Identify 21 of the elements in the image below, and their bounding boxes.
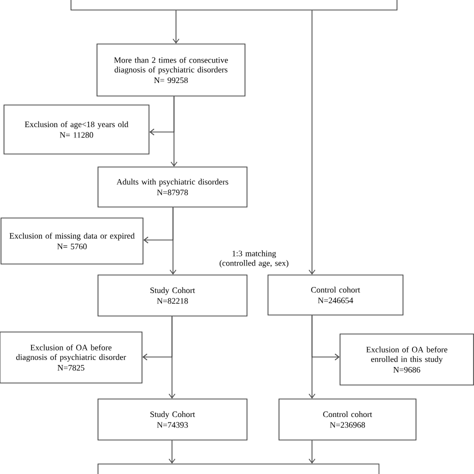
arrow [168,440,176,464]
arrow [312,315,340,360]
flow-box: Exclusion of age<18 years old N= 11280 [4,104,150,154]
flow-box: More than 2 times of consecutive diagnosis of psychiatric disorders N= 99258 [96,44,246,96]
flow-box: Exclusion of OA before enrolled in this study N=9686 [340,334,474,386]
empty-box [70,0,398,10]
arrow [143,207,174,244]
flow-box: Adults with psychiatric disorders N=87978 [98,166,248,208]
flow-box: Study Cohort N=82218 [98,274,248,316]
arrow [308,440,316,464]
arrow [149,96,174,136]
note-text: 1:3 matching (controlled age, sex) [220,250,288,268]
empty-box [98,464,380,474]
arrow [308,10,316,275]
flow-box: Study Cohort N=74393 [98,398,248,440]
arrow [142,316,172,360]
flow-box: Control cohort N=236968 [278,398,416,440]
flow-box: Exclusion of OA before diagnosis of psychiatric disorder N=7825 [0,332,142,384]
flow-box: Exclusion of missing data or expired N= 5760 [0,218,144,264]
flow-box: Control cohort N=246654 [268,274,404,316]
arrow [172,10,180,44]
